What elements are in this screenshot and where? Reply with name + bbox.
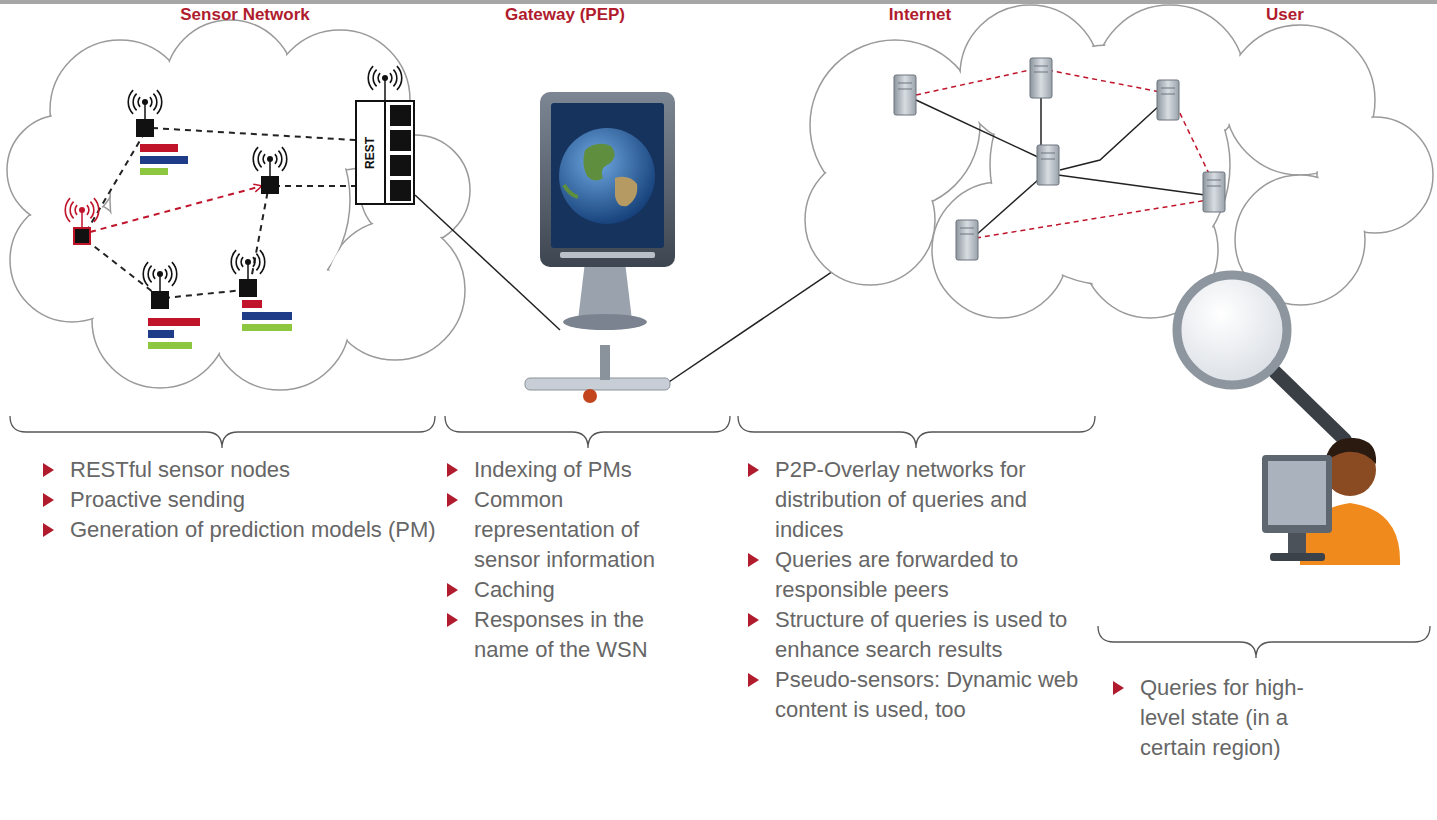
- bullet-text: Queries for high-level state (in a certa…: [1140, 673, 1310, 763]
- rest-interface-box: REST: [355, 100, 415, 205]
- sensor-cloud: [7, 20, 470, 390]
- bullet-text: Queries are forwarded to responsible pee…: [775, 545, 1095, 605]
- overlay-links: [916, 70, 1212, 238]
- gateway-computer: [525, 92, 675, 403]
- bullet-text: Structure of queries is used to enhance …: [775, 605, 1095, 665]
- bullet-text: Caching: [474, 575, 674, 605]
- top-rule: [0, 0, 1437, 4]
- server-icon: [1157, 80, 1179, 120]
- proactive-arrow: [90, 186, 262, 232]
- rest-gateway-ports: [355, 100, 415, 205]
- bullet-text: Generation of prediction models (PM): [70, 515, 440, 545]
- sensor-node: [253, 147, 287, 193]
- section-heading: Gateway (PEP): [505, 4, 625, 26]
- bullet-marker: [748, 463, 759, 477]
- bullet-marker: [43, 493, 54, 507]
- sensor-node: [65, 198, 99, 244]
- sensor-nodes: [65, 66, 402, 308]
- bullet-marker: [748, 553, 759, 567]
- bullet-text: P2P-Overlay networks for distribution of…: [775, 455, 1095, 545]
- bullet-marker: [748, 673, 759, 687]
- bullet-marker: [43, 463, 54, 477]
- radio-links: [86, 128, 355, 298]
- uplink-wire: [415, 195, 560, 330]
- bullet-marker: [447, 463, 458, 477]
- section-heading: Internet: [889, 4, 951, 26]
- server-icon: [1203, 172, 1225, 212]
- bullet-text: Common representation of sensor informat…: [474, 485, 674, 575]
- bullet-text: Responses in the name of the WSN: [474, 605, 674, 665]
- bullet-text: Indexing of PMs: [474, 455, 674, 485]
- server-icon: [1030, 58, 1052, 98]
- bullet-marker: [447, 493, 458, 507]
- internet-cloud: [805, 5, 1433, 318]
- sensor-node: [368, 66, 402, 100]
- sensor-node: [143, 262, 177, 308]
- bullet-marker: [748, 613, 759, 627]
- user-figure: [1177, 275, 1400, 565]
- bullet-text: RESTful sensor nodes: [70, 455, 440, 485]
- server-icon: [894, 75, 916, 115]
- bullet-marker: [43, 523, 54, 537]
- server-icon: [956, 220, 978, 260]
- sensor-node: [128, 90, 162, 136]
- interface-label: REST: [363, 136, 377, 168]
- bar-charts: [140, 144, 292, 349]
- bullet-text: Proactive sending: [70, 485, 440, 515]
- section-heading: User: [1266, 4, 1304, 26]
- server-icon: [1037, 145, 1059, 185]
- servers: [894, 58, 1225, 260]
- bullet-marker: [1113, 681, 1124, 695]
- section-heading: Sensor Network: [180, 4, 309, 26]
- sensor-node: [231, 250, 265, 296]
- bullet-marker: [447, 583, 458, 597]
- bullet-marker: [447, 613, 458, 627]
- braces: [10, 416, 1430, 658]
- bullet-text: Pseudo-sensors: Dynamic web content is u…: [775, 665, 1095, 725]
